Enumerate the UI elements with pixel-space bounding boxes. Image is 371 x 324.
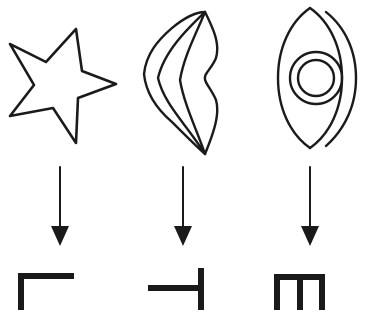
right-tee-glyph — [148, 268, 201, 310]
three-prong-glyph — [277, 277, 322, 310]
star-icon — [10, 29, 116, 143]
lips-icon — [144, 12, 217, 154]
corner-l-glyph — [21, 276, 74, 310]
arrow-down-icon — [301, 167, 319, 246]
column-star — [10, 29, 116, 310]
arrow-down-icon — [174, 167, 192, 246]
column-lips — [144, 12, 217, 310]
column-eye — [277, 8, 356, 310]
eye-icon — [278, 8, 356, 148]
arrow-down-icon — [51, 167, 69, 246]
